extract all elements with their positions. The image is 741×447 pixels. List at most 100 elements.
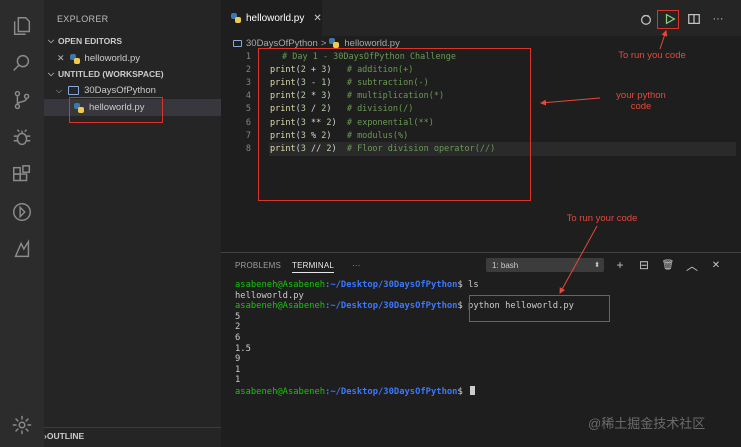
- close-panel-icon[interactable]: ✕: [711, 259, 721, 271]
- annotation-your-python-code: your python code: [616, 90, 666, 112]
- close-icon[interactable]: ✕: [313, 12, 322, 24]
- maximize-panel-icon[interactable]: ︿: [685, 258, 698, 273]
- code-num: 3: [321, 91, 327, 102]
- terminal-select[interactable]: 1: bash ⬍: [486, 258, 604, 272]
- files-icon[interactable]: [10, 14, 34, 38]
- debug-icon[interactable]: [10, 126, 34, 150]
- code-num: 2: [300, 91, 306, 102]
- code-op: %: [310, 130, 317, 141]
- code-fn: print: [270, 77, 296, 88]
- code-fn: print: [270, 104, 296, 115]
- code-comment: # Day 1 - 30DaysOfPython Challenge: [282, 51, 456, 62]
- new-terminal-icon[interactable]: +: [616, 258, 624, 272]
- terminal-user: asabeneh@Asabeneh: [235, 280, 326, 290]
- file-name: helloworld.py: [89, 102, 145, 113]
- terminal-line: asabeneh@Asabeneh:~/Desktop/30DaysOfPyth…: [235, 301, 735, 312]
- breadcrumb: 30DaysOfPython > helloworld.py: [233, 36, 400, 50]
- code-num: 2: [321, 130, 327, 141]
- terminal-select-value: 1: bash: [492, 260, 519, 270]
- tab-problems[interactable]: PROBLEMS: [235, 261, 282, 270]
- code-num: 2: [326, 117, 332, 128]
- terminal-cursor: [470, 385, 476, 395]
- terminal-line: 5: [235, 311, 241, 322]
- explorer-sidebar: EXPLORER ⌵ OPEN EDITORS ✕ helloworld.py …: [44, 0, 221, 447]
- code-op: -: [310, 77, 317, 88]
- terminal-output[interactable]: asabeneh@Asabeneh :~/Desktop/30DaysOfPyth…: [235, 280, 735, 397]
- search-icon[interactable]: [10, 51, 34, 75]
- trash-icon[interactable]: 🗑: [661, 259, 675, 271]
- line-number: 7: [245, 130, 251, 141]
- open-editors-section[interactable]: ⌵ OPEN EDITORS: [44, 33, 221, 49]
- breadcrumb-folder[interactable]: 30DaysOfPython: [246, 37, 318, 49]
- code-line: 2 print(2 + 3) # addition(+): [221, 63, 741, 76]
- code-line: 1 # Day 1 - 30DaysOfPython Challenge: [221, 50, 741, 63]
- code-fn: print: [270, 130, 296, 141]
- code-comment: # addition(+): [346, 64, 414, 75]
- python-file-icon: [231, 13, 241, 23]
- close-icon[interactable]: ✕: [57, 53, 65, 63]
- code-num: 3: [321, 64, 327, 75]
- code-line: 5 print(3 / 2) # division(/): [221, 103, 741, 116]
- terminal-command: python helloworld.py: [468, 301, 574, 312]
- terminal-line: asabeneh@Asabeneh:~/Desktop/30DaysOfPyth…: [235, 280, 735, 291]
- file-item-helloworld[interactable]: helloworld.py: [44, 99, 221, 116]
- split-editor-icon[interactable]: [686, 11, 702, 27]
- code-num: 3: [300, 77, 306, 88]
- open-editor-item[interactable]: ✕ helloworld.py: [44, 50, 221, 67]
- terminal-path: :~/Desktop/30DaysOfPython: [325, 386, 458, 397]
- workspace-section[interactable]: ⌵ UNTITLED (WORKSPACE): [44, 66, 221, 82]
- folder-item[interactable]: ⌵ 30DaysOfPython: [44, 82, 221, 99]
- line-number: 3: [245, 77, 251, 88]
- panel-more-icon[interactable]: ···: [352, 261, 361, 270]
- terminal-line: 1: [235, 375, 241, 386]
- code-num: 3: [300, 130, 306, 141]
- select-arrows-icon: ⬍: [594, 262, 600, 269]
- settings-gear-icon[interactable]: [10, 413, 34, 437]
- tab-label: helloworld.py: [246, 12, 305, 24]
- split-terminal-icon[interactable]: ⊟: [638, 258, 650, 272]
- code-comment: # division(/): [346, 104, 414, 115]
- extension-face-icon[interactable]: [638, 11, 654, 27]
- python-file-icon: [74, 102, 84, 113]
- annotation-run-code-top: To run you code: [618, 50, 686, 61]
- terminal-line: 9: [235, 354, 241, 365]
- python-file-icon: [69, 53, 80, 64]
- breadcrumb-file[interactable]: helloworld.py: [344, 37, 400, 49]
- code-editor[interactable]: 1 # Day 1 - 30DaysOfPython Challenge 2 p…: [221, 50, 741, 250]
- line-number: 8: [245, 143, 251, 154]
- code-fn: print: [270, 143, 296, 154]
- code-comment: # subtraction(-): [346, 77, 429, 88]
- folder-icon: [233, 39, 242, 47]
- workspace-label: UNTITLED (WORKSPACE): [58, 69, 164, 79]
- code-comment: # exponential(**): [346, 117, 434, 128]
- chevron-down-icon: ⌵: [56, 85, 63, 95]
- line-number: 6: [245, 117, 251, 128]
- terminal-prompt: $: [457, 301, 469, 312]
- more-actions-icon[interactable]: ···: [712, 13, 724, 25]
- folder-name: 30DaysOfPython: [84, 85, 156, 96]
- code-op: *: [310, 91, 317, 102]
- terminal-line: 6: [235, 332, 241, 343]
- extensions-icon[interactable]: [10, 163, 34, 187]
- code-op: /: [310, 104, 317, 115]
- tab-helloworld[interactable]: helloworld.py ✕: [221, 0, 322, 36]
- annotation-run-code-terminal: To run your code: [566, 213, 638, 224]
- chevron-down-icon: ⌵: [47, 69, 55, 78]
- annotation-box-file: [69, 97, 163, 123]
- outline-label: OUTLINE: [46, 430, 85, 441]
- terminal-line: asabeneh@Asabeneh:~/Desktop/30DaysOfPyth…: [235, 385, 735, 397]
- line-number: 2: [245, 64, 251, 75]
- run-play-icon[interactable]: [662, 11, 678, 27]
- code-line-current: 8 print(3 // 2) # Floor division operato…: [246, 142, 736, 156]
- tab-terminal[interactable]: TERMINAL: [292, 261, 335, 273]
- source-control-icon[interactable]: [10, 88, 34, 112]
- terminal-line: 1.5: [235, 343, 251, 354]
- code-comment: # modulus(%): [346, 130, 409, 141]
- code-line: 3 print(3 - 1) # subtraction(-): [221, 76, 741, 89]
- activity-bar: [0, 0, 44, 447]
- terminal-command: ls: [468, 280, 479, 290]
- remote-icon[interactable]: [10, 200, 34, 224]
- outline-section[interactable]: › OUTLINE: [44, 427, 221, 443]
- test-icon[interactable]: [10, 237, 34, 261]
- terminal-line: 2: [235, 322, 241, 333]
